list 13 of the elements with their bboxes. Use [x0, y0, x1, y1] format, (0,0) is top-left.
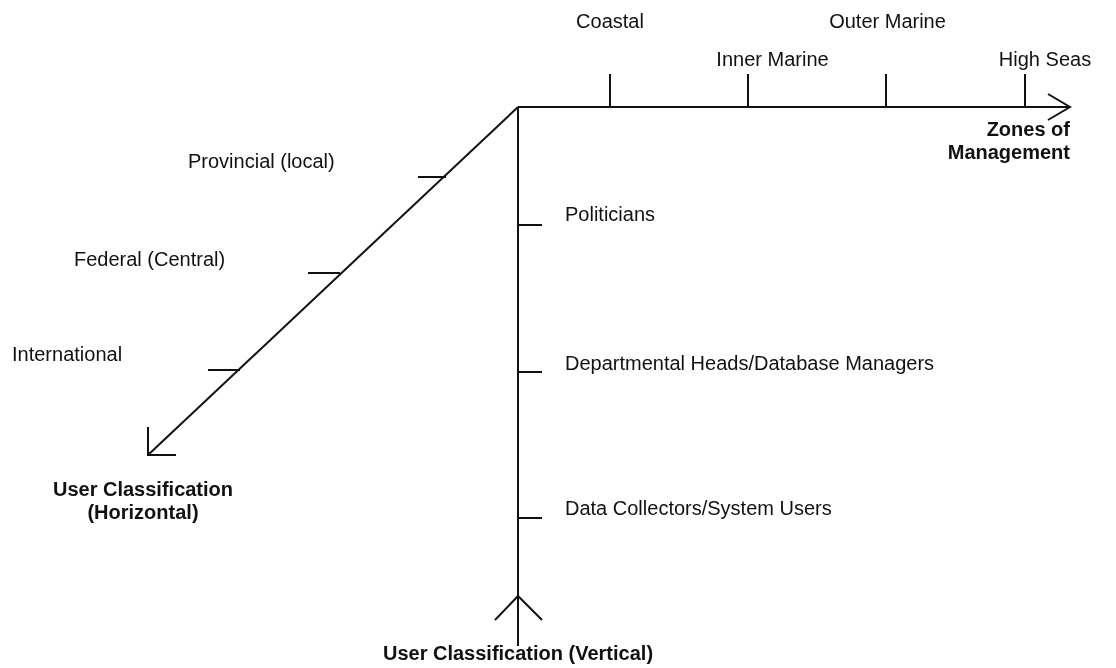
tick-label: High Seas [997, 48, 1093, 71]
tick-label: Federal (Central) [74, 248, 226, 271]
tick-label: Inner Marine [715, 48, 830, 71]
axis-title: User Classification (Horizontal) [51, 478, 235, 524]
tick-label: Provincial (local) [188, 150, 335, 173]
tick-label: Politicians [565, 203, 656, 226]
tick-label: Coastal [575, 10, 645, 33]
tick-label: International [12, 343, 123, 366]
tick-label: Departmental Heads/Database Managers [565, 352, 935, 375]
tick-label: Outer Marine [828, 10, 947, 33]
axis-title: User Classification (Vertical) [381, 642, 655, 665]
tick-label: Data Collectors/System Users [565, 497, 832, 520]
axis-title: Zones of Management [946, 118, 1070, 164]
